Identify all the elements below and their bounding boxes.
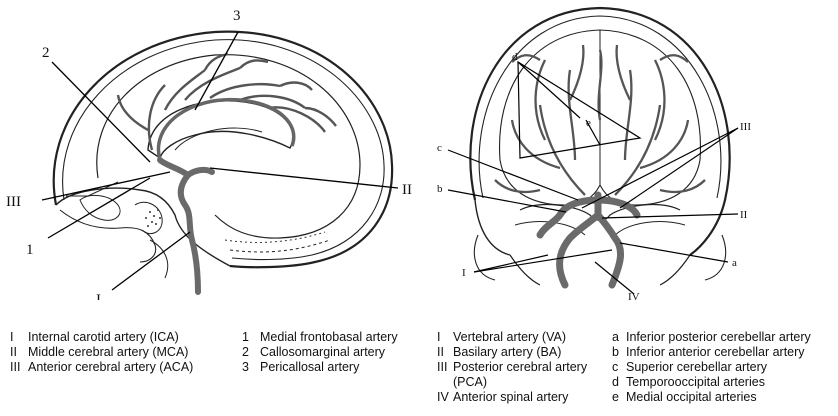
legend-text: Temporooccipital arteries	[626, 375, 765, 390]
legend-text: Middle cerebral artery (MCA)	[28, 345, 188, 360]
legend-text: (PCA)	[453, 375, 487, 390]
label-III-right: III	[740, 121, 751, 133]
legend-key: II	[10, 345, 28, 360]
legend-key: I	[437, 330, 453, 345]
sagittal-illustration	[54, 32, 392, 292]
label-I-left: I	[96, 292, 101, 300]
legend-key: e	[612, 390, 626, 405]
legend-text: Basilary artery (BA)	[453, 345, 561, 360]
label-II-left: II	[402, 182, 412, 198]
label-I-right: I	[462, 267, 466, 279]
label-2: 2	[42, 45, 50, 61]
legend-key: I	[10, 330, 28, 345]
legend-key: 1	[242, 330, 260, 345]
legend-key: IV	[437, 390, 453, 405]
legend-key: III	[437, 360, 453, 375]
label-d: d	[512, 51, 518, 63]
legend-text: Pericallosal artery	[260, 360, 359, 375]
legend-key: III	[10, 360, 28, 375]
legend-text: Inferior anterior cerebellar artery	[626, 345, 805, 360]
legend-key: II	[437, 345, 453, 360]
legend-text: Superior cerebellar artery	[626, 360, 767, 375]
label-II-right: II	[740, 209, 748, 221]
label-c: c	[437, 142, 442, 154]
legend-text: Medial frontobasal artery	[260, 330, 398, 345]
legend-key: a	[612, 330, 626, 345]
label-b: b	[437, 183, 443, 195]
legend-text: Vertebral artery (VA)	[453, 330, 566, 345]
legend-text: Inferior posterior cerebellar artery	[626, 330, 811, 345]
anatomy-figure: 2 3 III 1 I II	[0, 0, 838, 300]
legend-key: c	[612, 360, 626, 375]
legend-text: Anterior spinal artery	[453, 390, 568, 405]
legend-text: Medial occipital arteries	[626, 390, 757, 405]
legend-text: Internal carotid artery (ICA)	[28, 330, 179, 345]
label-1: 1	[26, 242, 34, 258]
legend-key: b	[612, 345, 626, 360]
legend-text: Anterior cerebral artery (ACA)	[28, 360, 193, 375]
label-a: a	[732, 257, 737, 269]
legend-key: d	[612, 375, 626, 390]
posterior-illustration	[470, 8, 729, 285]
legend-key: 3	[242, 360, 260, 375]
label-IV: IV	[628, 291, 640, 300]
legend-item-continuation: (PCA)	[437, 375, 587, 390]
label-e: e	[586, 117, 591, 129]
legend-key: 2	[242, 345, 260, 360]
legend-text: Callosomarginal artery	[260, 345, 385, 360]
legend-text: Posterior cerebral artery	[453, 360, 587, 375]
label-III-left: III	[6, 194, 21, 210]
label-3: 3	[233, 8, 241, 24]
